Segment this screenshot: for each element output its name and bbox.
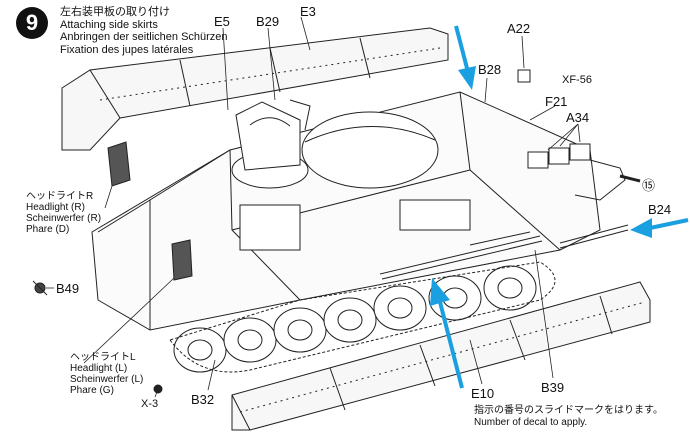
part-label-b49: B49 (56, 281, 80, 296)
step-title-fr: Fixation des jupes latérales (60, 43, 194, 56)
tow-rods (379, 224, 629, 280)
part-label-a22: A22 (507, 21, 531, 36)
part-label-x3: X-3 (141, 398, 159, 410)
headlight-r-fr: Phare (D) (26, 224, 70, 235)
side-brackets (527, 143, 626, 201)
leader-lines (46, 16, 581, 398)
decal-note: 指示の番号のスライドマークをはります。 Number of decal to a… (474, 405, 663, 429)
part-label-e5: E5 (214, 14, 230, 29)
part-label-e10: E10 (471, 386, 495, 401)
headlight-r-de: Scheinwerfer (R) (26, 213, 102, 224)
headlight-r-part (107, 141, 131, 187)
headlight-l-fr: Phare (G) (70, 385, 114, 396)
headlight-l-en: Headlight (L) (70, 363, 128, 374)
headlight-l-de: Scheinwerfer (L) (70, 374, 144, 385)
headlight-l-jp: ヘッドライトL (70, 352, 136, 363)
part-label-f21: F21 (545, 94, 568, 109)
commander-cupola (231, 99, 311, 189)
part-label-b32: B32 (191, 392, 215, 407)
part-label-decal-15: ⑮ (642, 178, 656, 193)
step-title-de: Anbringen der seitlichen Schürzen (60, 31, 228, 43)
headlight-l-part (171, 239, 193, 281)
decal-note-jp: 指示の番号のスライドマークをはります。 (474, 405, 663, 416)
step-title: 左右装甲板の取り付け Attaching side skirts Anbring… (60, 6, 228, 56)
lower-side-skirt (231, 281, 651, 431)
tank-hull (91, 91, 601, 331)
part-label-b24: B24 (648, 202, 672, 217)
part-label-e3: E3 (300, 4, 316, 19)
part-label-b29: B29 (256, 14, 280, 29)
part-label-xf56: XF-56 (562, 74, 592, 86)
highlight-arrows (430, 25, 689, 389)
upper-side-skirt (61, 27, 449, 151)
arrow-b28 (454, 25, 476, 90)
headlight-l-label: ヘッドライトL Headlight (L) Scheinwerfer (L) P… (70, 352, 143, 396)
part-label-b39: B39 (541, 380, 565, 395)
step-title-en: Attaching side skirts (60, 18, 158, 31)
decal-note-en: Number of decal to apply. (474, 417, 588, 428)
screw-15 (619, 174, 641, 183)
screw-b49 (32, 280, 48, 296)
arrow-e10 (430, 278, 464, 389)
screw-a22 (517, 69, 531, 83)
part-label-b28: B28 (478, 62, 502, 77)
headlight-r-en: Headlight (R) (26, 202, 85, 213)
arrow-b24 (630, 218, 689, 238)
headlight-r-jp: ヘッドライトR (26, 191, 94, 202)
step-title-jp: 左右装甲板の取り付け (60, 6, 170, 18)
headlight-r-label: ヘッドライトR Headlight (R) Scheinwerfer (R) P… (26, 191, 101, 235)
part-label-a34: A34 (566, 110, 590, 125)
step-number-badge: 9 (16, 7, 48, 39)
